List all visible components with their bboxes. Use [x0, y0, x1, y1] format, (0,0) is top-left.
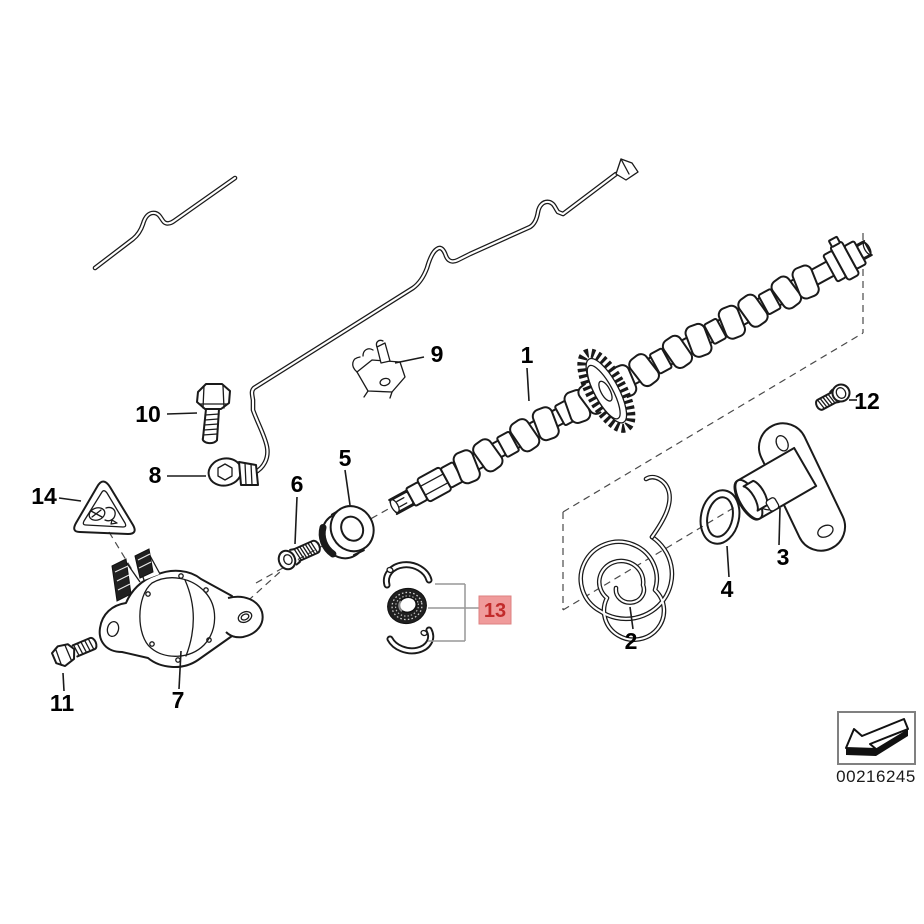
part-label-14: 14 [31, 483, 57, 509]
part-label-8: 8 [149, 462, 162, 488]
part-label-5: 5 [339, 445, 352, 471]
timing-gear [577, 348, 636, 433]
sensor-ring [387, 587, 427, 625]
part-label-3: 3 [777, 544, 790, 570]
bearing-shell-set-drawing [382, 561, 435, 655]
warning-triangle-drawing [73, 480, 136, 535]
part-label-7: 7 [172, 687, 185, 713]
housing-drawing [733, 422, 847, 552]
diagram-stamp: 00216245 [836, 711, 916, 786]
stamp-code: 00216245 [836, 767, 916, 786]
part-label-4: 4 [721, 576, 734, 602]
arrow-icon [845, 718, 909, 756]
part-label-10: 10 [135, 401, 161, 427]
cable-tube-upper-left [92, 175, 238, 271]
socket-screw-drawing [277, 539, 321, 571]
hex-bolt-11-drawing [50, 636, 98, 668]
bracket-tab [111, 558, 132, 602]
highlighted-part-label-13[interactable]: 13 [478, 595, 512, 625]
part-label-1: 1 [521, 342, 534, 368]
pinch-hazard-glyph [88, 506, 118, 525]
part-label-9: 9 [431, 341, 444, 367]
spring-drawing [578, 474, 675, 642]
part-label-2: 2 [625, 628, 638, 654]
dashed-guide-lines [108, 233, 864, 618]
part-label-6: 6 [291, 471, 304, 497]
part-label-11: 11 [50, 690, 75, 716]
camshaft-end-cap [822, 235, 872, 283]
flange-bolt-drawing [815, 383, 851, 411]
part-label-12: 12 [854, 388, 880, 414]
cable-tube [249, 158, 639, 476]
svg-text:13: 13 [484, 600, 506, 622]
bushing-drawing [318, 505, 375, 560]
hex-bolt-10-drawing [196, 383, 231, 445]
part-labels: 1 2 3 4 5 6 7 8 9 10 11 12 14 [31, 341, 880, 716]
clip-bracket-drawing [352, 339, 406, 399]
o-ring-drawing [699, 489, 741, 545]
sensor-drawing [98, 548, 264, 668]
leader-lines [58, 356, 857, 692]
camshaft-drawing [388, 235, 873, 516]
highlight-callout-13: 13 [428, 583, 512, 642]
bracket-tab [134, 548, 154, 579]
ring-terminal-drawing [207, 457, 259, 487]
